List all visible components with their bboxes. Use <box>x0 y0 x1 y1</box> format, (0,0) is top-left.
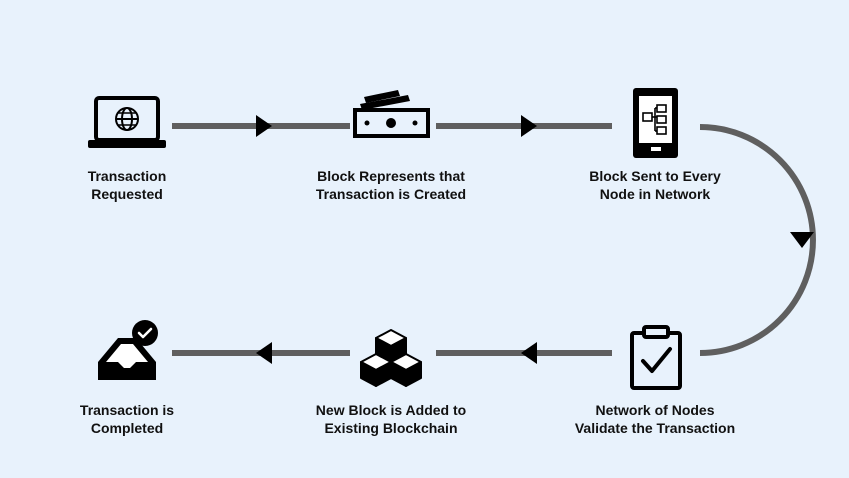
step-label-block-created: Block Represents that Transaction is Cre… <box>315 168 467 202</box>
inbox-check-icon <box>98 320 158 380</box>
step-label-block-sent: Block Sent to Every Node in Network <box>589 168 721 202</box>
arrow-right-icon <box>521 115 537 137</box>
connectors <box>172 123 816 356</box>
step-label-transaction-requested: Transaction Requested <box>87 168 167 202</box>
arrow-left-icon <box>521 342 537 364</box>
step-label-transaction-completed: Transaction is Completed <box>79 402 175 436</box>
cash-stack-icon <box>353 90 430 138</box>
connector-3-4-curve <box>699 124 816 356</box>
arrow-left-icon <box>256 342 272 364</box>
step-label-block-added: New Block is Added to Existing Blockchai… <box>315 402 467 436</box>
arrowheads <box>256 115 814 364</box>
phone-network-icon <box>633 88 678 158</box>
step-label-nodes-validate: Network of Nodes Validate the Transactio… <box>574 402 736 436</box>
cubes-icon <box>360 329 422 387</box>
arrow-down-icon <box>790 232 814 248</box>
laptop-globe-icon <box>88 96 166 148</box>
clipboard-check-icon <box>630 325 682 390</box>
arrow-right-icon <box>256 115 272 137</box>
